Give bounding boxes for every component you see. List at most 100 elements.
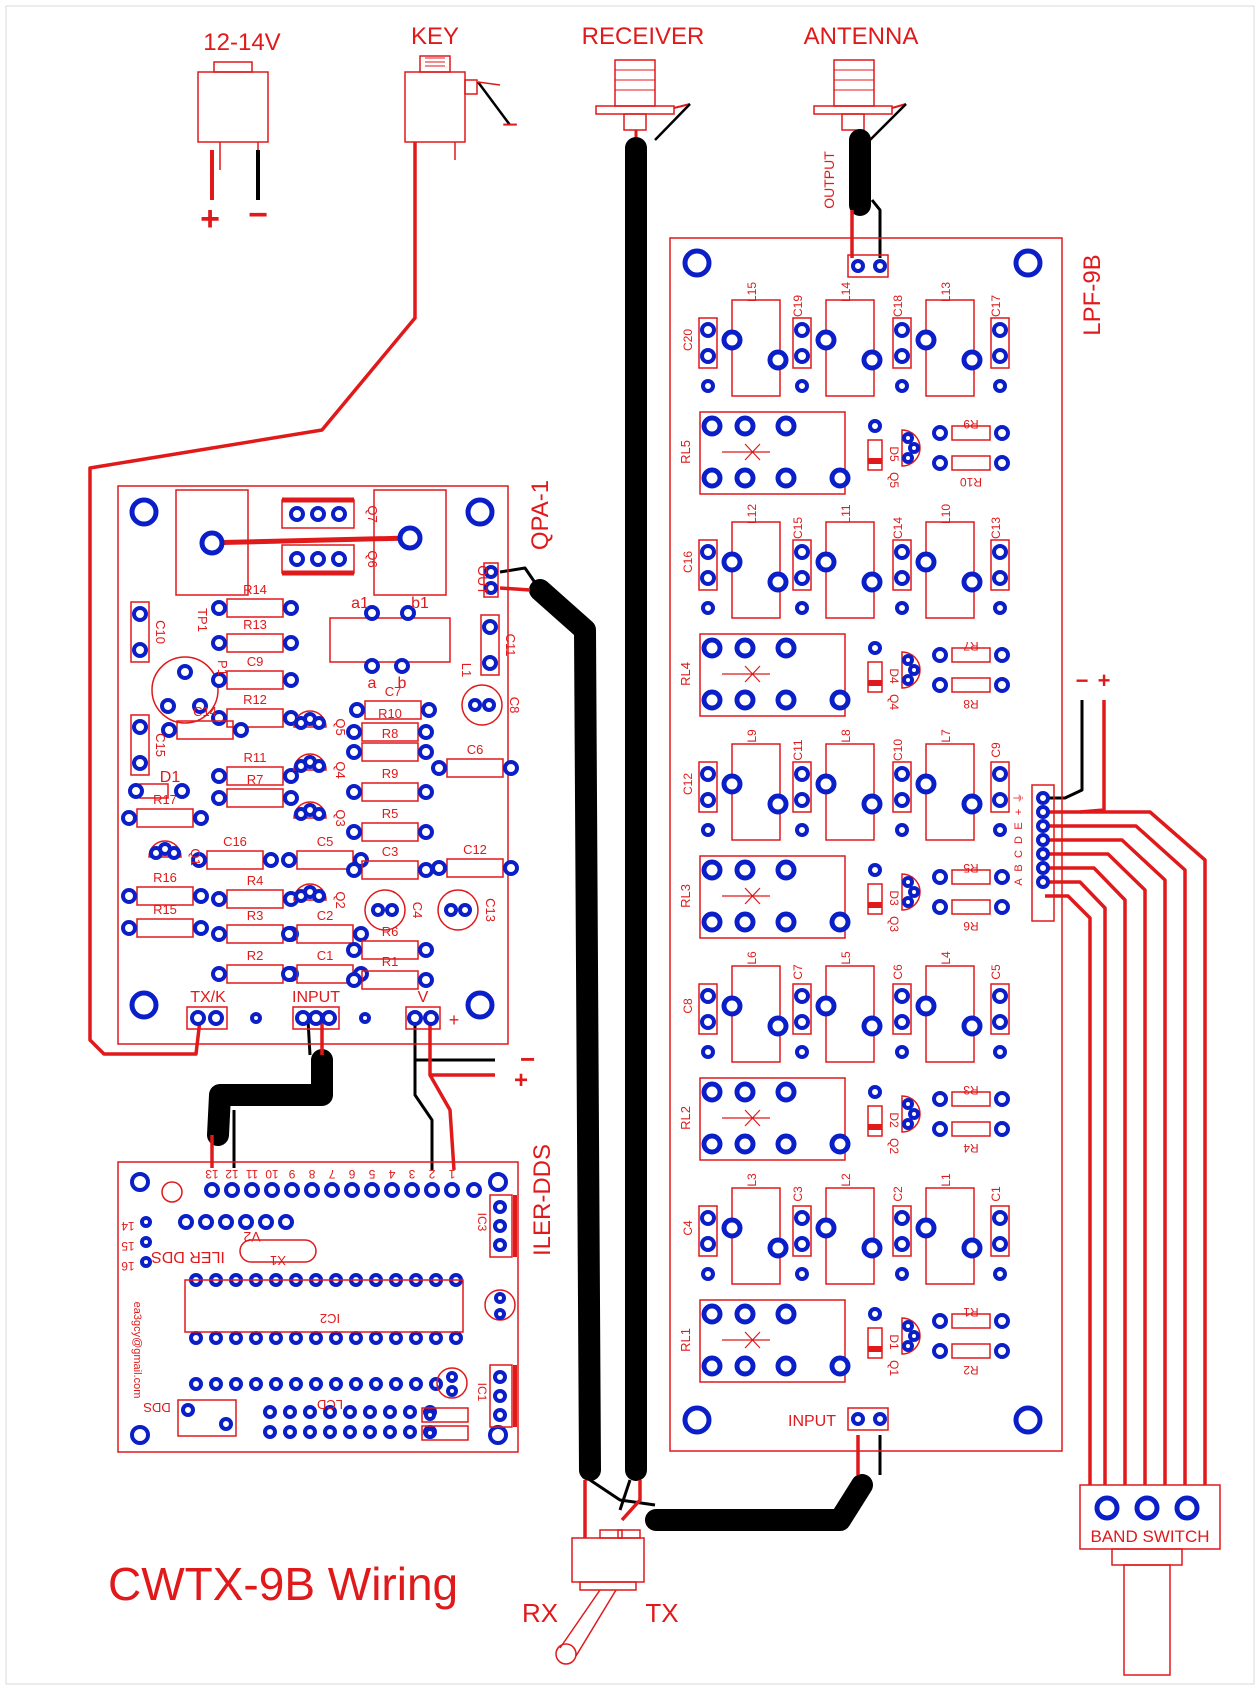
qpa-part-label: R15	[153, 902, 177, 917]
qpa-part-label-q6: Q6	[365, 550, 380, 567]
qpa-part-q5: Q5	[293, 710, 348, 736]
qpa1-out-label: OUT	[475, 565, 491, 595]
lpf-capacitor: C20	[681, 317, 718, 393]
lpf-bus-label: B	[1013, 864, 1025, 871]
qpa-part-r6: R6	[346, 924, 434, 960]
qpa-part-label: C8	[507, 697, 522, 714]
lpf-bus-label: ⏚	[1012, 793, 1025, 804]
dds-email: ea3gcy@gmail.com	[131, 1302, 143, 1399]
lpf-inductor-label: L7	[939, 729, 953, 743]
lpf-inductor-label: L12	[745, 504, 759, 524]
lpf-inductor-label: L4	[939, 951, 953, 965]
lpf-inductor-label: L15	[745, 282, 759, 302]
lpf-inductor: L7	[915, 729, 983, 841]
dds-pin-label: 16	[121, 1259, 135, 1273]
qpa-part-label: R9	[382, 766, 399, 781]
lpf-capacitor-label: C3	[791, 1186, 805, 1202]
power-connector: 12-14V + −	[197, 29, 281, 238]
qpa-part-r17: R17	[121, 792, 209, 828]
lpf-inductor: L3	[721, 1173, 789, 1285]
lpf-inductor: L6	[721, 951, 789, 1063]
qpa-part-label: Q1	[188, 848, 203, 865]
lpf-bus-label: C	[1013, 850, 1025, 858]
receiver-label: RECEIVER	[582, 23, 705, 50]
lpf-relay-part: R8	[963, 697, 979, 711]
dds-pin-label: 15	[121, 1239, 135, 1253]
qpa-part-c16: C16	[191, 834, 279, 870]
lpf-capacitor: C5	[989, 964, 1010, 1059]
qpa-part-label: C2	[317, 908, 334, 923]
lpf-inductor-label: L11	[839, 504, 853, 523]
qpa-part-label: C10	[153, 620, 168, 644]
qpa-part-label: Q4	[333, 761, 348, 778]
lpf-capacitor-label: C12	[681, 773, 695, 795]
qpa-part-label: R7	[247, 772, 264, 787]
lpf-capacitor: C17	[989, 295, 1010, 393]
lpf-capacitor: C12	[681, 761, 718, 837]
dds-pin-label: 8	[308, 1167, 315, 1181]
qpa-part-r16: R16	[121, 870, 209, 906]
dds-pin-label: 12	[225, 1167, 239, 1181]
switch-rx-label: RX	[522, 1598, 558, 1628]
lpf-relay-label: RL4	[678, 662, 693, 686]
lpf-capacitor: C19	[791, 295, 812, 393]
lpf9b-title: LPF-9B	[1079, 254, 1106, 335]
qpa-part-r8: R8	[346, 726, 434, 762]
lpf-relay-part: R2	[963, 1363, 979, 1377]
qpa-part-label: C7	[385, 684, 402, 699]
lpf-relay-part: R10	[960, 475, 982, 489]
qpa-part-label: Q2	[333, 891, 348, 908]
dds-title: ILER-DDS	[529, 1144, 556, 1256]
qpa-part-label: R13	[243, 617, 267, 632]
lpf-relay-part: R4	[963, 1141, 979, 1155]
lpf-inductor: L10	[915, 504, 983, 619]
lpf-inductor: L9	[721, 729, 789, 841]
qpa-part-label: C6	[467, 742, 484, 757]
dds-xtal-label: X1	[270, 1253, 286, 1268]
lpf-inductor-label: L2	[839, 1173, 853, 1187]
lpf-capacitor: C13	[989, 517, 1010, 615]
lpf-capacitor: C14	[891, 517, 912, 615]
qpa-part-r12: R12	[211, 692, 299, 728]
lpf-inductor-label: L9	[745, 729, 759, 743]
v-supply-minus: −	[520, 1044, 535, 1074]
qpa-part-label: C9	[247, 654, 264, 669]
qpa-part-r1: R1	[346, 954, 434, 990]
lpf-capacitor-label: C2	[891, 1186, 905, 1202]
qpa-part-c13: C13	[437, 889, 498, 931]
qpa-part-c1: C1	[281, 948, 369, 984]
dds-pin-label: 7	[328, 1167, 335, 1181]
dds-pin-label: 6	[348, 1167, 355, 1181]
antenna-connector: ANTENNA OUTPUT	[804, 23, 919, 209]
power-label: 12-14V	[203, 29, 280, 56]
qpa-part-label: R8	[382, 726, 399, 741]
qpa-part-c3: C3	[346, 844, 434, 880]
lpf-capacitor-label: C17	[989, 295, 1003, 317]
lpf-inductor: L11	[815, 504, 883, 619]
dds-pin-label: 4	[388, 1167, 395, 1181]
qpa-part-r13: R13	[211, 617, 299, 653]
qpa-part-label: C15	[153, 733, 168, 757]
qpa-part-label: R12	[243, 692, 267, 707]
diagram-title: CWTX-9B Wiring	[108, 1558, 458, 1610]
dds-ic3-label: IC3	[475, 1213, 489, 1232]
qpa-part-label: R1	[382, 954, 399, 969]
qpa-part-r10: R10	[346, 706, 434, 742]
qpa-part-c15: C15	[130, 714, 168, 776]
lpf-relay-label: RL3	[678, 884, 693, 908]
band-switch: BAND SWITCH	[1079, 1484, 1221, 1676]
qpa-part-c4: C4	[364, 889, 425, 931]
dds-lcd-label: LCD	[317, 1397, 343, 1412]
qpa-part-r11: R11	[211, 750, 299, 786]
qpa-part-r5: R5	[346, 806, 434, 842]
lpf-capacitor-label: C18	[891, 295, 905, 317]
lpf-relay-label: RL2	[678, 1106, 693, 1130]
lpf-capacitor-label: C9	[989, 742, 1003, 758]
lpf-relay-part: Q3	[887, 916, 901, 932]
